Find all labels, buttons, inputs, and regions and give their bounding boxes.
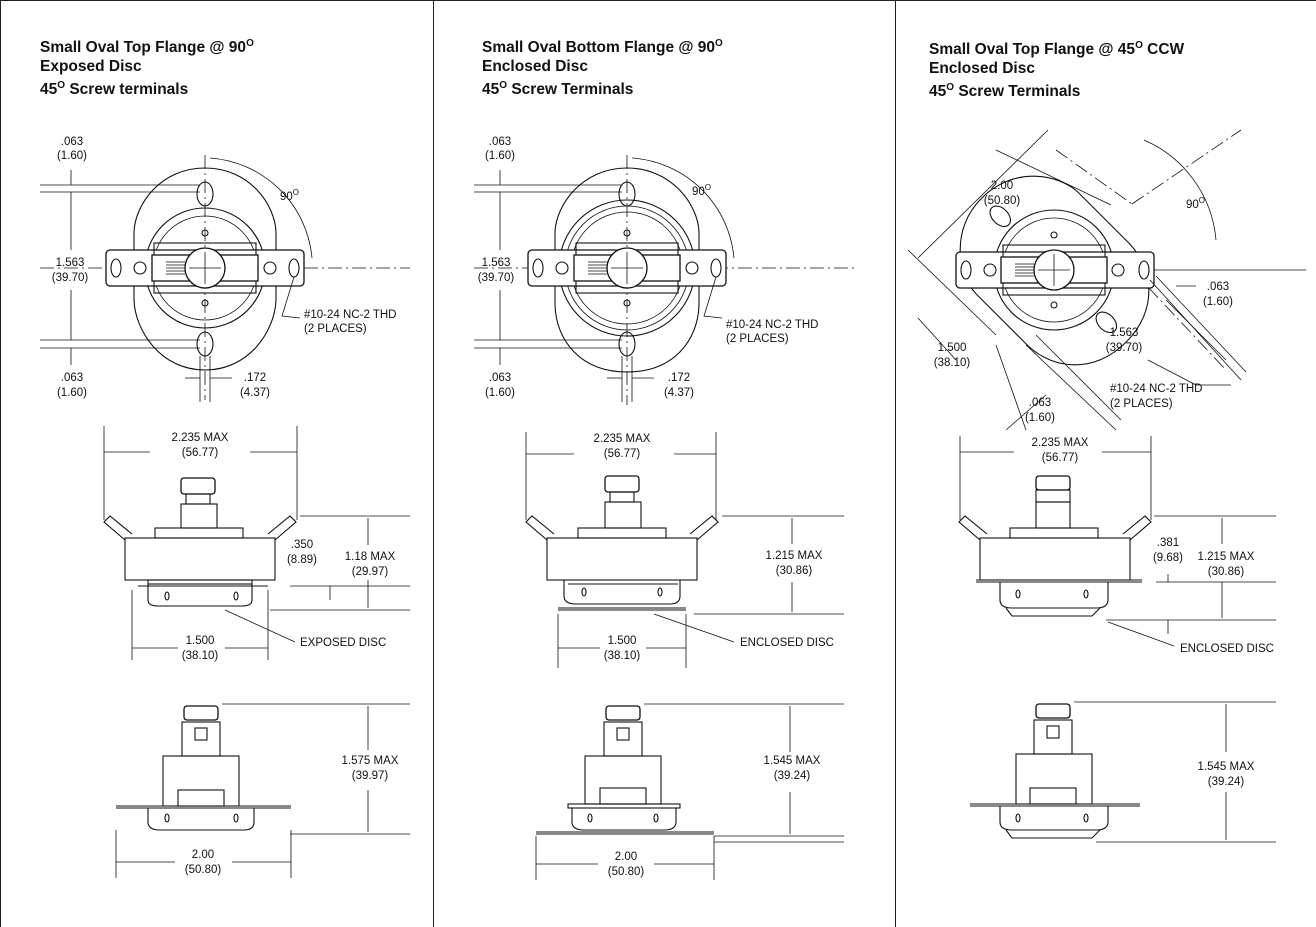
flange-metric: (38.10) — [604, 650, 641, 662]
flange-value: 1.500 — [608, 635, 637, 647]
dim-right-metric: (1.60) — [1203, 296, 1233, 308]
front-width-value: 2.00 — [615, 851, 637, 863]
dim-left-value: 1.500 — [938, 342, 967, 354]
dim-top-metric: (1.60) — [57, 150, 87, 162]
thread-label: #10-24 NC-2 THD — [1110, 383, 1202, 395]
side-view — [958, 436, 1276, 647]
dim-top-metric: (1.60) — [485, 150, 515, 162]
corner-mark — [4, 0, 8, 1]
dim-slot-metric: (4.37) — [664, 387, 694, 399]
side-width-metric: (56.77) — [604, 448, 641, 460]
dim-height-metric: (39.70) — [52, 272, 89, 284]
side-width-value: 2.235 MAX — [1032, 437, 1089, 449]
panel-1: Small Oval Top Flange @ 90O Exposed Disc… — [0, 0, 433, 927]
dim-height-value: 1.563 — [482, 257, 511, 269]
front-height-value: 1.575 MAX — [342, 755, 399, 767]
terminal-value: .381 — [1157, 537, 1179, 549]
thread-places: (2 PLACES) — [1110, 398, 1173, 410]
front-view — [115, 703, 410, 878]
angle-label: 90O — [692, 183, 711, 198]
panel-1-title: Small Oval Top Flange @ 90O Exposed Disc… — [40, 38, 254, 98]
front-height-value: 1.545 MAX — [764, 755, 821, 767]
dim-bottom-metric: (1.60) — [57, 387, 87, 399]
top-view — [907, 129, 1306, 431]
front-height-metric: (39.24) — [774, 770, 811, 782]
panel-2: Small Oval Bottom Flange @ 90O Enclosed … — [434, 0, 895, 927]
side-view — [525, 432, 844, 668]
terminal-metric: (9.68) — [1153, 552, 1183, 564]
side-height-value: 1.215 MAX — [766, 550, 823, 562]
angle-label: 90O — [280, 188, 299, 203]
disc-label: ENCLOSED DISC — [1180, 643, 1274, 655]
panel-1-drawing: .063 (1.60) 1.563 (39.70) .063 (1.60) .1… — [40, 136, 410, 878]
dim-bottom-value: .063 — [1029, 397, 1051, 409]
thread-label: #10-24 NC-2 THD — [726, 319, 818, 331]
front-width-metric: (50.80) — [185, 864, 222, 876]
top-view — [474, 155, 854, 405]
dim-left-metric: (38.10) — [934, 357, 971, 369]
angle-label: 90O — [1186, 196, 1205, 211]
front-width-metric: (50.80) — [608, 866, 645, 878]
dim-height-metric: (39.70) — [478, 272, 515, 284]
side-height-metric: (29.97) — [352, 566, 389, 578]
side-width-metric: (56.77) — [182, 447, 219, 459]
terminal-value: .350 — [291, 539, 313, 551]
side-height-metric: (30.86) — [1208, 566, 1245, 578]
top-view — [40, 155, 410, 402]
side-height-value: 1.18 MAX — [345, 551, 396, 563]
side-width-value: 2.235 MAX — [172, 432, 229, 444]
side-width-metric: (56.77) — [1042, 452, 1079, 464]
thread-places: (2 PLACES) — [726, 333, 789, 345]
flange-value: 1.500 — [186, 635, 215, 647]
front-view — [970, 701, 1276, 843]
dim-bottom-metric: (1.60) — [485, 387, 515, 399]
dim-bottom-value: .063 — [489, 372, 511, 384]
dim-top-value: .063 — [489, 136, 511, 148]
front-height-value: 1.545 MAX — [1198, 761, 1255, 773]
front-view — [535, 703, 844, 880]
dim-diag-metric: (50.80) — [984, 195, 1021, 207]
dim-slot-metric: (4.37) — [240, 387, 270, 399]
flange-metric: (38.10) — [182, 650, 219, 662]
panel-2-drawing: .063 (1.60) 1.563 (39.70) .063 (1.60) .1… — [474, 136, 854, 880]
side-width-value: 2.235 MAX — [594, 433, 651, 445]
side-height-metric: (30.86) — [776, 565, 813, 577]
dim-bottom-metric: (1.60) — [1025, 412, 1055, 424]
panel-2-title: Small Oval Bottom Flange @ 90O Enclosed … — [482, 38, 723, 98]
panel-3-title: Small Oval Top Flange @ 45O CCW Enclosed… — [929, 40, 1185, 100]
panel-3: Small Oval Top Flange @ 45O CCW Enclosed… — [896, 0, 1316, 927]
dim-height-value: 1.563 — [1110, 327, 1139, 339]
dim-diag-value: 2.00 — [991, 180, 1013, 192]
front-width-value: 2.00 — [192, 849, 214, 861]
dim-height-value: 1.563 — [56, 257, 85, 269]
dim-top-value: .063 — [61, 136, 83, 148]
dim-slot-value: .172 — [668, 372, 690, 384]
front-height-metric: (39.24) — [1208, 776, 1245, 788]
terminal-metric: (8.89) — [287, 554, 317, 566]
disc-label: EXPOSED DISC — [300, 637, 386, 649]
thread-label: #10-24 NC-2 THD — [304, 309, 396, 321]
panel-3-drawing: 2.00 (50.80) 90O .063 (1.60) 1.563 (39.7… — [907, 129, 1306, 843]
side-view — [103, 426, 410, 660]
dim-right-value: .063 — [1207, 281, 1229, 293]
front-height-metric: (39.97) — [352, 770, 389, 782]
dim-bottom-value: .063 — [61, 372, 83, 384]
dim-slot-value: .172 — [244, 372, 266, 384]
thread-places: (2 PLACES) — [304, 323, 367, 335]
panel-divider-1 — [433, 0, 434, 927]
dim-height-metric: (39.70) — [1106, 342, 1143, 354]
disc-label: ENCLOSED DISC — [740, 637, 834, 649]
side-height-value: 1.215 MAX — [1198, 551, 1255, 563]
panel-divider-2 — [895, 0, 896, 927]
